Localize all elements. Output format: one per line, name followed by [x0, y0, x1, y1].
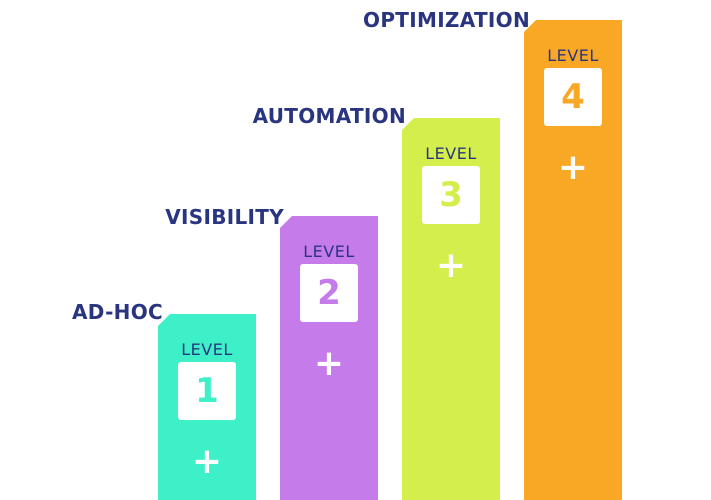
- level-3-word: LEVEL: [425, 144, 477, 163]
- level-3-plus-icon: +: [435, 245, 467, 286]
- stage-label-visibility: VISIBILITY: [165, 205, 284, 229]
- level-1-word: LEVEL: [181, 340, 233, 359]
- level-2-plus-icon: +: [313, 343, 345, 384]
- level-4-number: 4: [544, 68, 602, 126]
- level-3-bar: LEVEL 3 +: [402, 118, 500, 500]
- level-4-plus-icon: +: [557, 147, 589, 188]
- level-4-word: LEVEL: [547, 46, 599, 65]
- level-1-bar: LEVEL 1 +: [158, 314, 256, 500]
- level-3-number: 3: [422, 166, 480, 224]
- stage-label-optimization: OPTIMIZATION: [363, 8, 530, 32]
- level-1-number: 1: [178, 362, 236, 420]
- level-1-plus-icon: +: [191, 441, 223, 482]
- stage-label-automation: AUTOMATION: [252, 104, 406, 128]
- stage-label-ad-hoc: AD-HOC: [72, 300, 163, 324]
- level-2-bar: LEVEL 2 +: [280, 216, 378, 500]
- level-2-number: 2: [300, 264, 358, 322]
- level-4-bar: LEVEL 4 +: [524, 20, 622, 500]
- level-2-word: LEVEL: [303, 242, 355, 261]
